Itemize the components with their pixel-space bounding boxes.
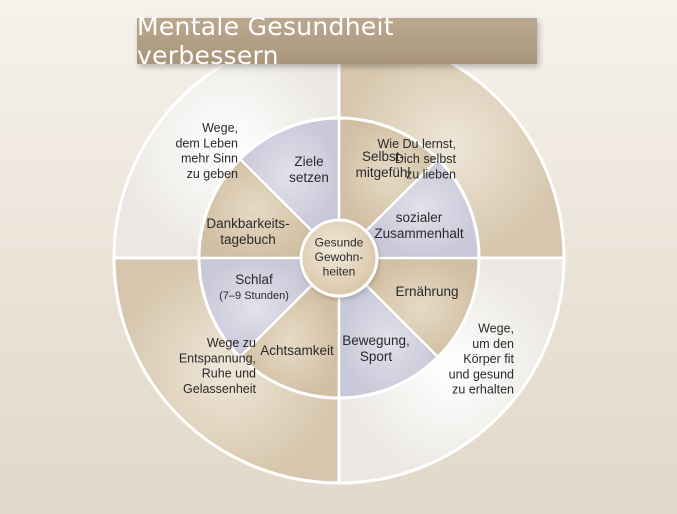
segment-label: Schlaf (7–9 Stunden) bbox=[219, 271, 289, 302]
segment-label: Ernährung bbox=[395, 284, 458, 299]
segment-label: Bewegung, Sport bbox=[342, 332, 410, 363]
segment-label-line: Achtsamkeit bbox=[260, 343, 334, 358]
outer-quadrant bbox=[114, 258, 339, 483]
center-label-line: Gesunde bbox=[315, 236, 364, 250]
inner-segment bbox=[240, 118, 339, 232]
inner-segment bbox=[339, 118, 438, 232]
segment-label: Dankbarkeits-tagebuch bbox=[206, 215, 289, 246]
segment-label-line: sozialer bbox=[396, 209, 443, 224]
quadrant-label-line: Wege zu bbox=[207, 336, 256, 350]
center-label-line: Gewohn- bbox=[315, 250, 364, 264]
inner-segment bbox=[339, 284, 438, 398]
inner-segment bbox=[365, 258, 479, 357]
center-circle bbox=[299, 218, 379, 298]
outer-quadrant bbox=[114, 33, 339, 258]
quadrant-label-line: um den bbox=[472, 337, 514, 351]
quadrant-label-line: Gelassenheit bbox=[183, 382, 256, 396]
segment-label-line: Sport bbox=[360, 349, 393, 364]
segment-label-line: Schlaf bbox=[235, 271, 273, 286]
inner-segment bbox=[365, 159, 479, 258]
segment-label-line: Zusammenhalt bbox=[374, 226, 464, 241]
quadrant-label: Wie Du lernst,Dich selbst zu lieben bbox=[378, 137, 457, 182]
center-label-line: heiten bbox=[323, 265, 356, 279]
segment-divider bbox=[239, 283, 314, 358]
inner-segment bbox=[199, 159, 313, 258]
center-hub bbox=[299, 218, 379, 298]
quadrant-label-line: zu geben bbox=[187, 167, 238, 181]
inner-ring-border bbox=[197, 116, 481, 400]
quadrant-label-line: mehr Sinn bbox=[181, 152, 238, 166]
inner-segment bbox=[199, 258, 313, 357]
segment-divider bbox=[239, 158, 314, 233]
quadrant-label-line: Dich selbst bbox=[395, 152, 457, 166]
quadrant-label-line: Entspannung, bbox=[179, 352, 256, 366]
outer-quadrant bbox=[339, 258, 564, 483]
quadrant-label-line: zu erhalten bbox=[452, 383, 514, 397]
inner-segment bbox=[240, 284, 339, 398]
quadrant-label-line: Wie Du lernst, bbox=[378, 137, 457, 151]
outer-quadrant bbox=[339, 33, 564, 258]
quadrant-label-line: Ruhe und bbox=[202, 367, 256, 381]
quadrant-label-line: und gesund bbox=[449, 368, 514, 382]
segment-label-line: setzen bbox=[289, 170, 329, 185]
outer-ring bbox=[112, 31, 566, 485]
quadrant-label-line: zu lieben bbox=[406, 168, 456, 182]
divider-lines bbox=[114, 33, 564, 483]
segment-label-line: Dankbarkeits- bbox=[206, 215, 289, 230]
segment-label-line: (7–9 Stunden) bbox=[219, 290, 289, 302]
segment-label: Ziele setzen bbox=[289, 153, 329, 184]
segment-divider bbox=[364, 283, 439, 358]
segment-label: Achtsamkeit bbox=[260, 343, 334, 358]
segment-label-line: Bewegung, bbox=[342, 332, 410, 347]
segment-divider bbox=[364, 158, 439, 233]
segment-label-line: mitgefühl bbox=[356, 165, 411, 180]
quadrant-label-line: Wege, bbox=[202, 121, 238, 135]
segment-label: Selbst-mitgefühl bbox=[356, 148, 411, 179]
quadrant-label-line: Wege, bbox=[478, 322, 514, 336]
quadrant-label-line: Körper fit bbox=[463, 352, 514, 366]
page-title: Mentale Gesundheit verbessern bbox=[137, 12, 394, 70]
title-banner: Mentale Gesundheit verbessern bbox=[137, 12, 537, 70]
segment-label-line: Selbst- bbox=[362, 148, 404, 163]
segment-label-line: Ziele bbox=[294, 153, 323, 168]
inner-ring bbox=[199, 118, 479, 398]
quadrant-label-line: dem Leben bbox=[175, 137, 238, 151]
segment-label-line: tagebuch bbox=[220, 232, 276, 247]
segment-label-line: Ernährung bbox=[395, 284, 458, 299]
